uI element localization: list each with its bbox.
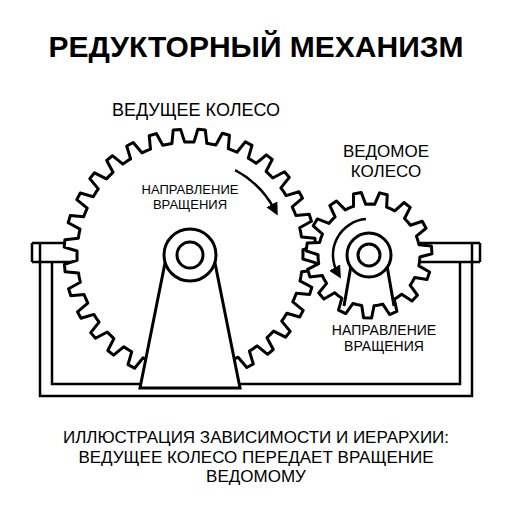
big-axle xyxy=(177,242,203,268)
rotation-arrows xyxy=(235,170,366,273)
counterclockwise-arrow xyxy=(333,219,366,273)
clockwise-arrow xyxy=(235,170,275,210)
driving-gear-label: ВЕДУЩЕЕ КОЛЕСО xyxy=(76,100,316,121)
rotation-note: НАПРАВЛЕНИЕ ВРАЩЕНИЯ xyxy=(319,322,449,354)
caption: ИЛЛЮСТРАЦИЯ ЗАВИСИМОСТИ И ИЕРАРХИИ: ВЕДУ… xyxy=(36,428,476,487)
title: РЕДУКТОРНЫЙ МЕХАНИЗМ xyxy=(11,30,501,65)
small-hub xyxy=(347,233,391,277)
big-hub xyxy=(164,229,216,281)
driven-gear xyxy=(298,184,440,326)
small-axle xyxy=(358,244,380,266)
rotation-note: НАПРАВЛЕНИЕ ВРАЩЕНИЯ xyxy=(130,183,250,213)
driven-gear-label: ВЕДОМОЕ КОЛЕСО xyxy=(321,142,451,181)
